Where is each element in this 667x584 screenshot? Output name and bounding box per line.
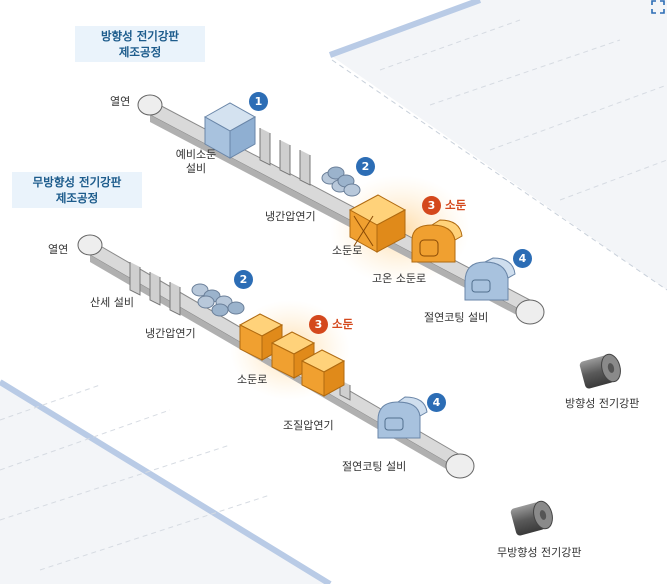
go-step-2-badge: 2 bbox=[356, 157, 375, 176]
coil-grain-oriented-icon bbox=[579, 353, 621, 389]
header-non-oriented: 무방향성 전기강판 제조공정 bbox=[12, 172, 142, 208]
product-non-oriented-label: 무방향성 전기강판 bbox=[497, 546, 582, 559]
no-step-3-label: 소둔 bbox=[332, 317, 354, 331]
go-step-3-badge: 3 bbox=[422, 196, 441, 215]
go-cold-rolling-mill bbox=[321, 166, 361, 197]
header-non-oriented-text: 무방향성 전기강판 제조공정 bbox=[32, 175, 122, 205]
go-step-1-badge: 1 bbox=[249, 92, 268, 111]
go-insulation-coating-label: 절연코팅 설비 bbox=[424, 311, 489, 324]
go-pre-annealing-label: 예비소둔 설비 bbox=[175, 148, 217, 175]
expand-icon[interactable] bbox=[651, 0, 665, 14]
floor-plate-bottom bbox=[0, 379, 332, 584]
no-pickling-label: 산세 설비 bbox=[90, 296, 134, 309]
floor-plate-top bbox=[328, 0, 667, 291]
go-annealing-furnace-label: 소둔로 bbox=[332, 244, 363, 257]
go-high-temp-furnace-label: 고온 소둔로 bbox=[372, 272, 427, 285]
go-hot-rolled-label: 열연 bbox=[110, 95, 131, 108]
go-insulation-coater bbox=[464, 257, 516, 301]
no-step-4-badge: 4 bbox=[427, 393, 446, 412]
no-insulation-coating-label: 절연코팅 설비 bbox=[342, 460, 407, 473]
no-cold-rolling-label: 냉간압연기 bbox=[145, 327, 196, 340]
go-step-4-badge: 4 bbox=[513, 249, 532, 268]
go-pre-annealing-unit bbox=[203, 102, 257, 159]
no-step-2-badge: 2 bbox=[234, 270, 253, 289]
product-grain-oriented-label: 방향성 전기강판 bbox=[565, 397, 640, 410]
go-high-temp-furnace bbox=[411, 219, 463, 263]
no-insulation-coater bbox=[377, 396, 428, 439]
no-hot-rolled-label: 열연 bbox=[48, 243, 69, 256]
no-skin-pass-label: 조질압연기 bbox=[283, 419, 334, 432]
no-annealing-furnace-boxes bbox=[238, 313, 346, 397]
go-step-3-label: 소둔 bbox=[445, 198, 467, 212]
header-grain-oriented-text: 방향성 전기강판 제조공정 bbox=[100, 29, 180, 59]
no-cold-rolling-mill bbox=[191, 283, 245, 317]
go-cold-rolling-label: 냉간압연기 bbox=[265, 210, 316, 223]
no-annealing-furnace-label: 소둔로 bbox=[237, 373, 268, 386]
no-step-3-badge: 3 bbox=[309, 315, 328, 334]
go-annealing-furnace bbox=[348, 194, 407, 253]
coil-non-oriented-icon bbox=[510, 500, 553, 536]
header-grain-oriented: 방향성 전기강판 제조공정 bbox=[75, 26, 205, 62]
